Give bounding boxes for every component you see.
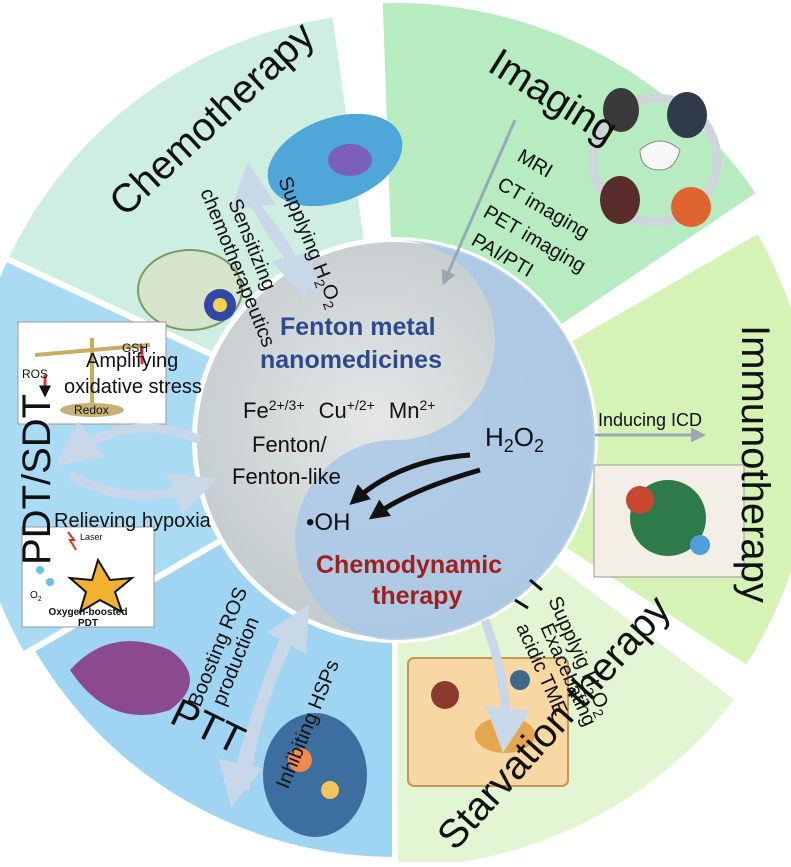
center-ions: Fe2+/3+ Cu+/2+ Mn2+ [243,390,435,423]
balance-gsh-label: GSH [122,341,148,355]
center-dark-arrows [349,452,481,520]
o2-label: O2 [30,590,42,603]
starvation-arrows [480,578,543,753]
immunotherapy-title: Immunotherapy [733,325,777,603]
ptt-arrows [218,604,309,808]
immuno-icd-label: Inducing ICD [598,410,702,430]
chemo-arrows [230,162,324,300]
pdt-title: PDT/SDT [15,394,59,565]
ptt-illustration [70,641,367,837]
center-title-line1: Fenton metal [280,313,436,341]
immuno-cell-illustration [593,464,745,578]
chemo-cell-illustration [137,113,403,331]
center-blue-region [295,240,595,640]
balance-redox-label: Redox [74,403,109,417]
pdt-oxygen-illustration [21,526,155,628]
balance-ros-label: ROS [22,367,48,381]
pdt-amplifying-label: Amplifying [86,350,178,372]
center-oh: •OH [306,509,350,536]
center-h2o2: H2O2 [485,422,544,456]
pdt-balance-illustration [17,321,167,425]
imaging-mouse-illustration [588,88,722,227]
pdt-arrows [55,420,217,516]
pdt-oxidative-label: oxidative stress [64,376,202,398]
cdt-line1: Chemodynamic [316,551,502,579]
center-title-line2: nanomedicines [260,346,442,374]
fenton-line1: Fenton/ [252,432,327,457]
fenton-line2: Fenton-like [232,464,341,489]
pdt-hypoxia-label: Relieving hypoxia [54,510,212,532]
imaging-arrow [441,119,517,286]
laser-label: Laser [80,532,103,542]
cdt-line2: therapy [372,582,462,610]
